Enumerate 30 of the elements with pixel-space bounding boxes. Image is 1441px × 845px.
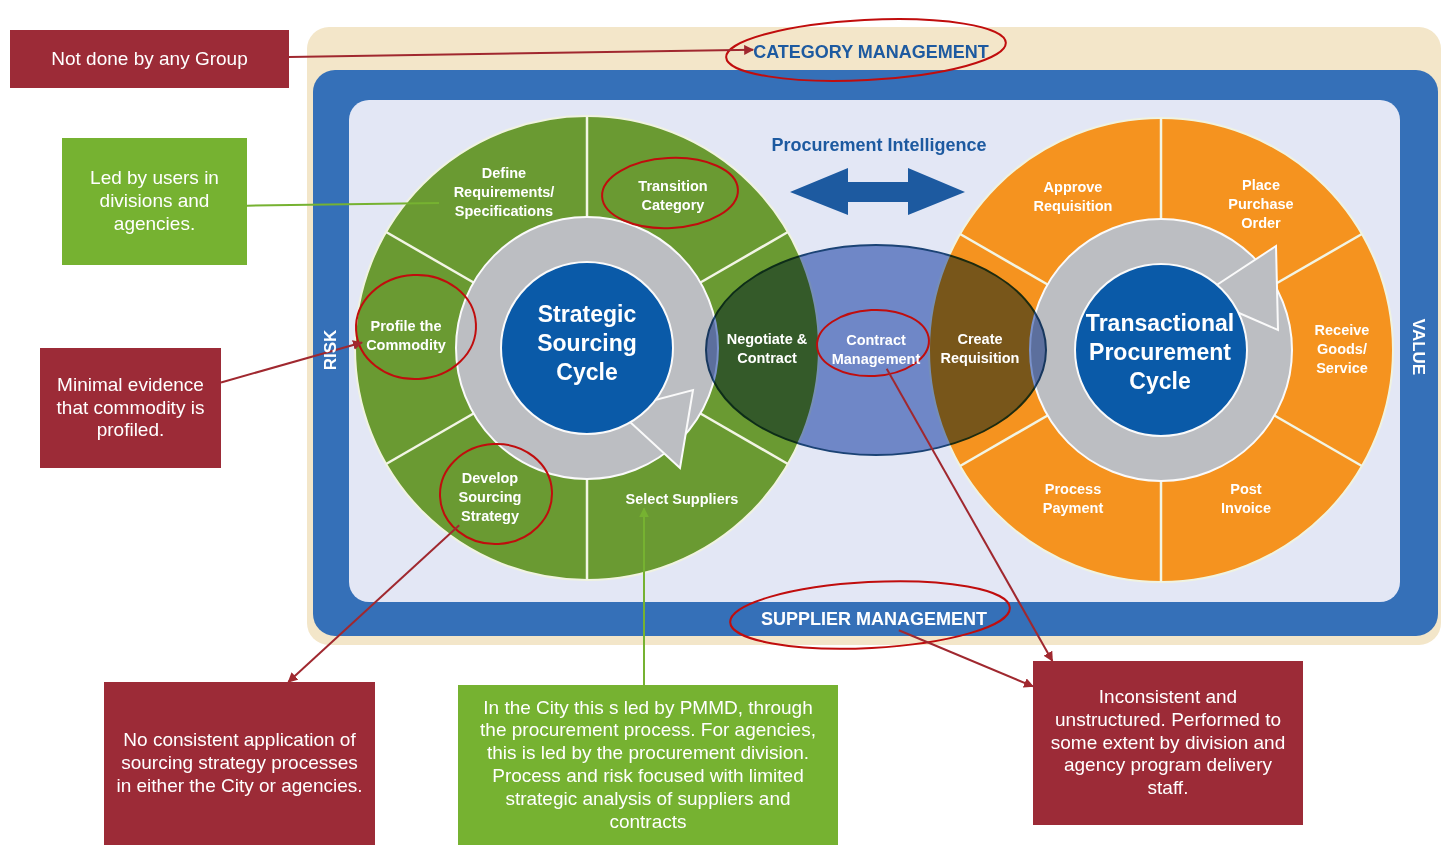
callout-box: Inconsistent and unstructured. Performed to some extent by division and agency program delivery staff. (1033, 661, 1303, 825)
segment-label: Create Requisition (935, 330, 1025, 368)
arrow (288, 44, 755, 58)
segment-label: Select Suppliers (612, 489, 752, 509)
segment-label: Receive Goods/ Service (1306, 320, 1378, 378)
callout-box: Led by users in divisions and agencies. (62, 138, 247, 265)
segment-label: Develop Sourcing Strategy (442, 468, 538, 526)
side-label: VALUE (1408, 318, 1428, 376)
segment-label: Place Purchase Order (1216, 175, 1306, 233)
segment-label: Process Payment (1028, 480, 1118, 518)
arrow (220, 340, 363, 384)
callout-box: Not done by any Group (10, 30, 289, 88)
segment-label: Negotiate & Contract (721, 330, 813, 368)
flow-label: Procurement Intelligence (771, 134, 987, 156)
segment-label: Transition Category (623, 177, 723, 215)
callout-box: In the City this s led by PMMD, through the procurement process. For agencies, this is led by the procurement division. Process and risk focused with limited strategic analysis of suppliers and contracts (458, 685, 838, 845)
callout-box: Minimal evidence that commodity is profiled. (40, 348, 221, 468)
callout-box: No consistent application of sourcing strategy processes in either the City or agencies. (104, 682, 375, 845)
band-title: CATEGORY MANAGEMENT (753, 40, 989, 64)
overlap-label: Contract Management (821, 331, 931, 369)
segment-label: Approve Requisition (1023, 178, 1123, 216)
arrow (287, 524, 461, 683)
band-title: SUPPLIER MANAGEMENT (761, 607, 987, 631)
leader-line (246, 201, 440, 207)
arrow (885, 367, 1054, 662)
arrow (639, 507, 649, 686)
segment-label: Post Invoice (1206, 480, 1286, 518)
side-label: RISK (321, 329, 341, 371)
segment-label: Profile the Commodity (362, 317, 450, 355)
segment-label: Define Requirements/ Specifications (439, 163, 569, 221)
